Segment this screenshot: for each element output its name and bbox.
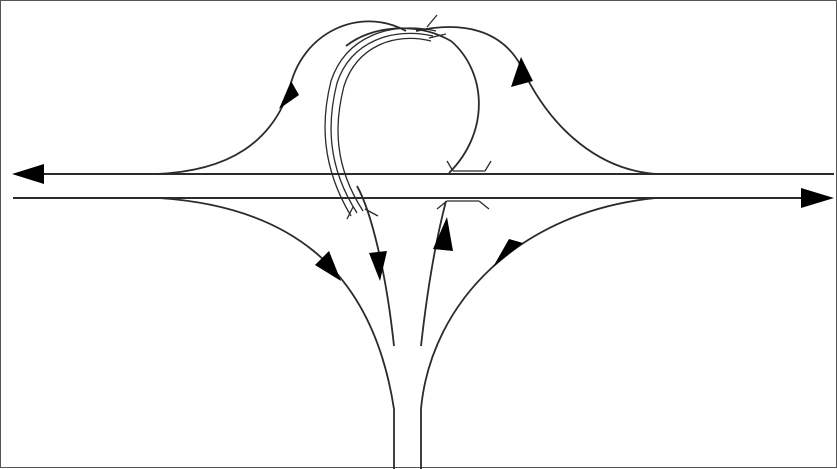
underpass-bridge — [436, 160, 492, 210]
flyover-tick-top — [426, 14, 438, 28]
arrow-head-icon — [433, 217, 453, 251]
flyover-line-1 — [324, 27, 437, 217]
westbound-arrow-head-icon — [12, 164, 44, 184]
main-highway — [12, 164, 834, 208]
flyover-tick-top-2 — [428, 33, 447, 39]
flyover-line-3 — [337, 37, 432, 212]
ramp-lower-left — [158, 197, 395, 469]
loop-ramp — [345, 27, 480, 174]
underpass-bottom-left — [436, 200, 448, 210]
arrow-head-icon — [315, 251, 341, 281]
arrow-head-icon — [493, 239, 523, 267]
ramp-right-upper — [415, 26, 659, 175]
ramp-inner-up — [420, 200, 447, 347]
underpass-top-right — [484, 160, 492, 172]
flyover-bridge — [324, 14, 447, 220]
flyover-tick-bottom — [346, 206, 354, 220]
ramps — [155, 20, 659, 469]
underpass-top-left — [446, 160, 454, 172]
arrow-head-icon — [279, 81, 299, 109]
ramp-inner-down — [356, 185, 395, 347]
arrow-head-icon — [511, 57, 533, 87]
ramp-arrows — [279, 57, 533, 281]
eastbound-arrow-head-icon — [801, 188, 834, 208]
ramp-lower-right — [420, 197, 657, 469]
arrow-head-icon — [369, 251, 387, 281]
flyover-tick-bottom-2 — [364, 208, 379, 217]
underpass-bottom-right — [478, 200, 490, 210]
flyover-line-2 — [330, 32, 434, 214]
